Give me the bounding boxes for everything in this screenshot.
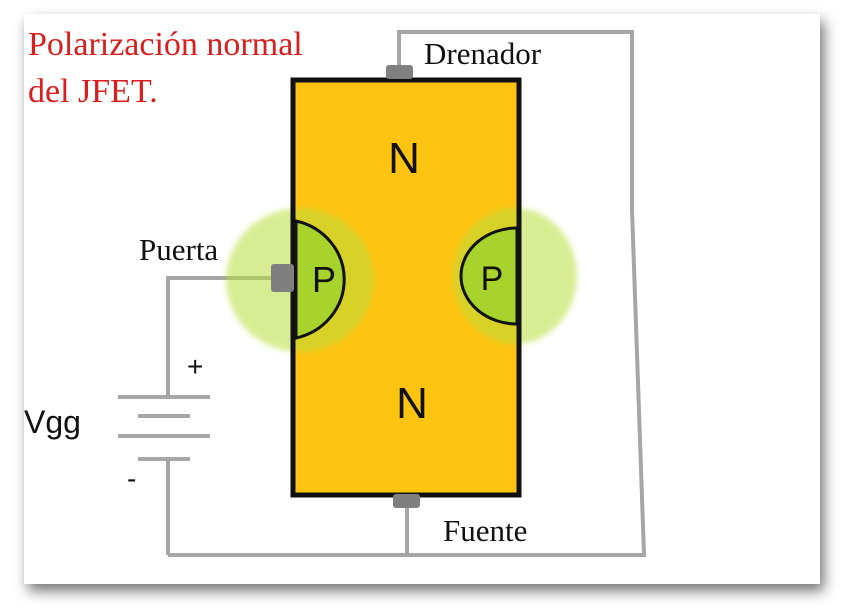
plus-sign: + (187, 351, 203, 382)
battery-label: Vgg (24, 404, 81, 440)
n-bottom-label: N (396, 379, 428, 428)
minus-sign: - (127, 463, 136, 494)
p-region-left (226, 208, 374, 352)
p-left-label: P (312, 259, 336, 300)
battery-symbol (118, 395, 210, 461)
source-label: Fuente (443, 513, 527, 548)
gate-label: Puerta (139, 232, 218, 267)
drain-label: Drenador (424, 36, 542, 71)
title-line-1: Polarización normal (28, 26, 303, 63)
p-right-label: P (481, 260, 504, 298)
source-terminal (393, 494, 420, 508)
p-region-right (453, 208, 577, 344)
drain-terminal (386, 65, 413, 79)
gate-terminal (271, 264, 294, 292)
drain-return-wire (397, 30, 647, 557)
title-line-2: del JFET. (28, 73, 158, 110)
n-top-label: N (388, 134, 420, 183)
